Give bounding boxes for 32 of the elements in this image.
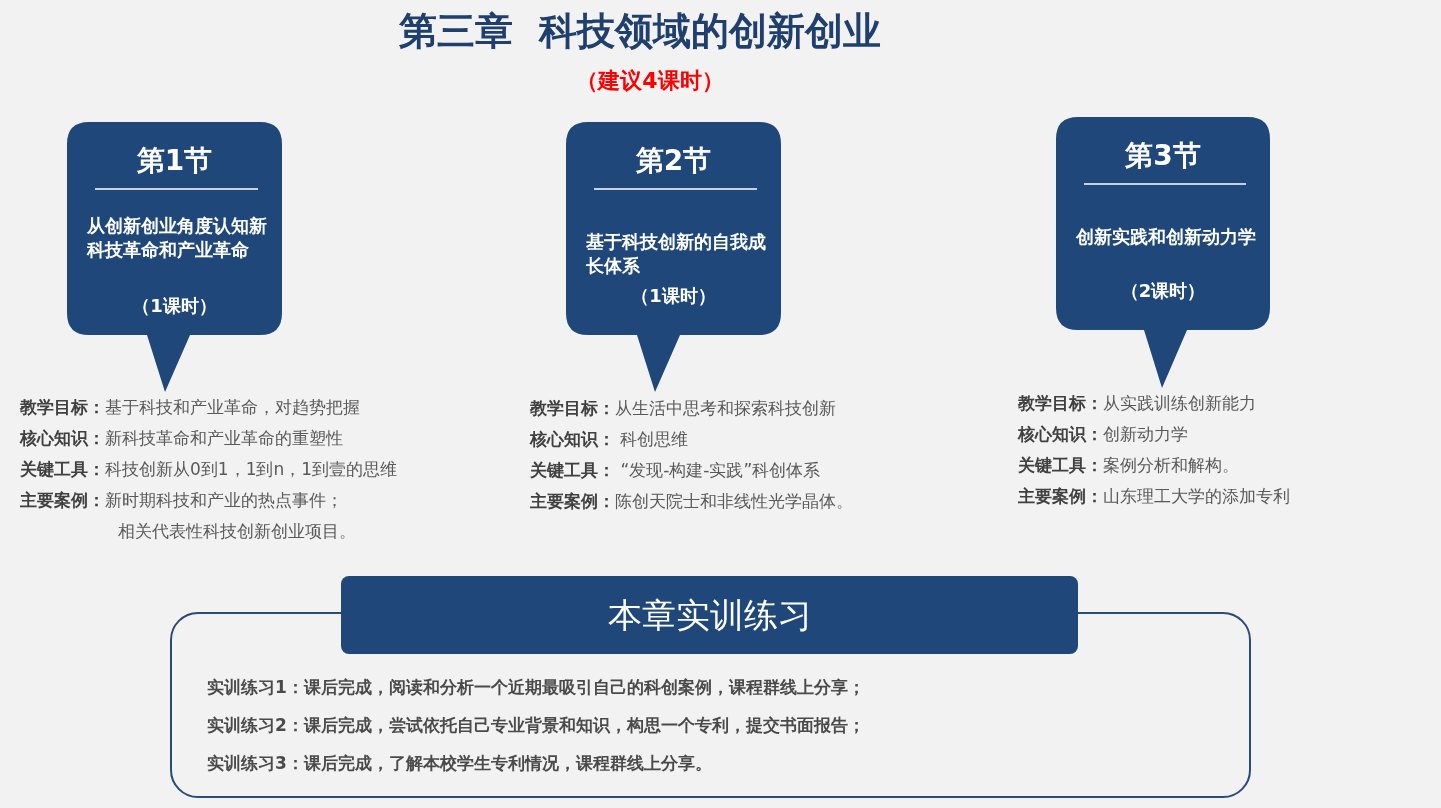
section-topic: 创新实践和创新动力学 (1076, 225, 1256, 249)
info-line: 教学目标：从实践训练创新能力 (1018, 392, 1256, 415)
info-line: 教学目标：从生活中思考和探索科技创新 (530, 397, 836, 420)
section-topic: 从创新创业角度认知新科技革命和产业革命 (87, 214, 268, 262)
subtitle: （建议4课时） (575, 67, 725, 95)
info-line: 关键工具：科技创新从0到1，1到n，1到壹的思维 (20, 458, 398, 481)
exercise-text: 实训练习3：课后完成，了解本校学生专利情况，课程群线上分享。 (207, 752, 712, 775)
info-line: 核心知识： 科创思维 (530, 428, 689, 451)
section-heading: 第2节 (634, 143, 713, 179)
section-heading: 第3节 (1124, 138, 1202, 174)
title: 第三章 科技领域的创新创业 (397, 8, 883, 55)
info-line: 关键工具：案例分析和解构。 (1018, 454, 1239, 477)
callout-box (566, 122, 781, 392)
class-hours: （2课时） (1119, 279, 1207, 303)
class-hours: （1课时） (131, 294, 218, 318)
panel-heading: 本章实训练习 (606, 594, 813, 637)
info-line: 相关代表性科技创新创业项目。 (117, 520, 356, 543)
info-line: 核心知识：新科技革命和产业革命的重塑性 (20, 427, 343, 450)
exercise-text: 实训练习1：课后完成，阅读和分析一个近期最吸引自己的科创案例，课程群线上分享； (207, 676, 865, 699)
callout-box (1056, 117, 1270, 388)
info-line: 主要案例：山东理工大学的添加专利 (1018, 485, 1290, 508)
heading-band (341, 576, 1078, 654)
info-line: 主要案例：新时期科技和产业的热点事件； (20, 489, 343, 512)
info-line: 教学目标：基于科技和产业革命，对趋势把握 (20, 396, 360, 419)
section-heading: 第1节 (135, 143, 214, 179)
info-line: 关键工具： “发现-构建-实践”科创体系 (530, 459, 821, 482)
callout-box (67, 122, 282, 392)
info-line: 核心知识：创新动力学 (1018, 423, 1188, 446)
section-topic: 基于科技创新的自我成长体系 (586, 230, 767, 278)
exercise-text: 实训练习2：课后完成，尝试依托自己专业背景和知识，构思一个专利，提交书面报告； (207, 714, 865, 737)
class-hours: （1课时） (630, 284, 717, 308)
info-line: 主要案例：陈创天院士和非线性光学晶体。 (530, 490, 853, 513)
